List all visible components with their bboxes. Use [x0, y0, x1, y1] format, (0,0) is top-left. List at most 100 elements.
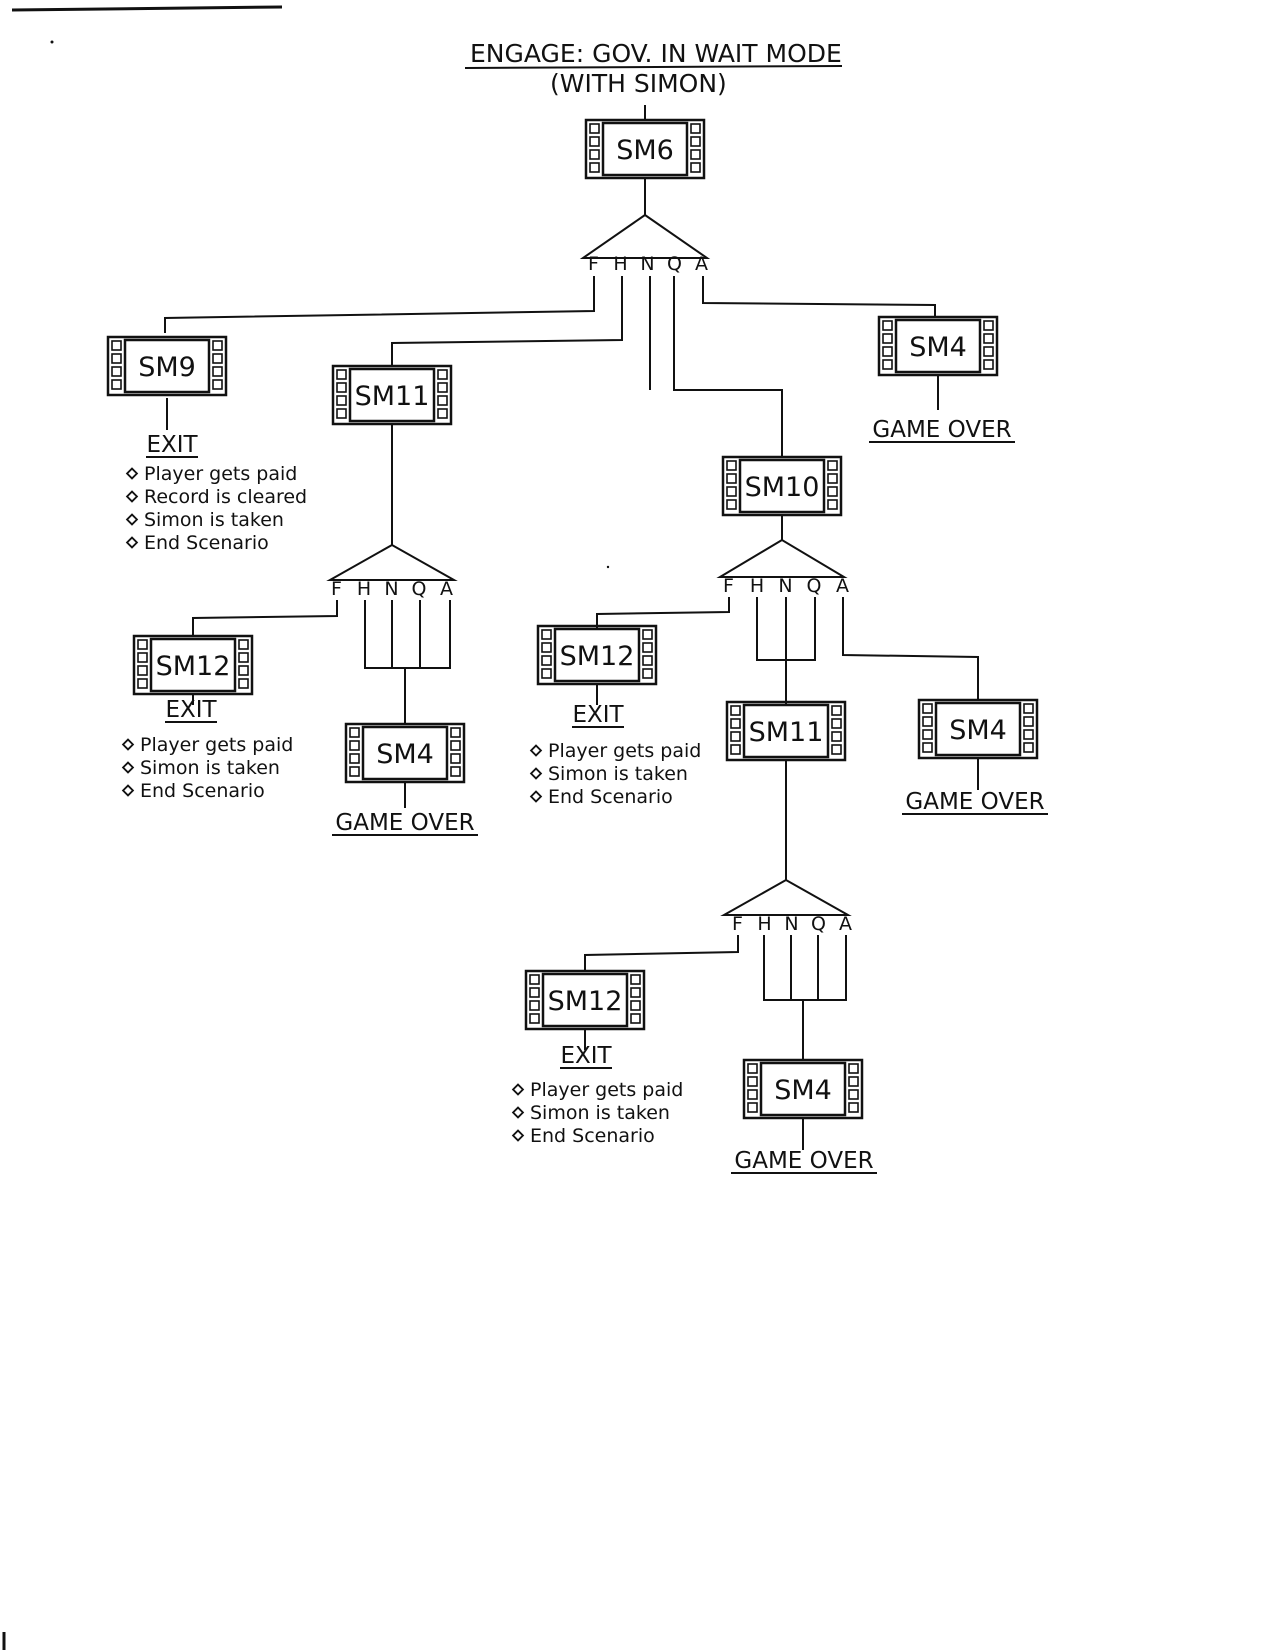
- scene-label: SM6: [616, 135, 674, 166]
- scene-label: SM4: [376, 739, 434, 770]
- diamond-bullet-icon: [121, 761, 135, 774]
- exit-label: EXIT: [165, 697, 217, 723]
- option-letter-n: N: [384, 578, 399, 600]
- diagram-title: ENGAGE: GOV. IN WAIT MODE: [470, 39, 842, 68]
- option-letter-f: F: [732, 913, 744, 935]
- option-letter-f: F: [588, 253, 600, 275]
- exit-outcome: EXIT: [572, 702, 625, 728]
- option-letter-a: A: [836, 575, 850, 597]
- film-strip-icon: [524, 969, 646, 1031]
- scene-label: SM10: [745, 472, 820, 503]
- option-letter-q: Q: [412, 578, 428, 600]
- diamond-bullet-icon: [121, 738, 135, 751]
- diamond-bullet-icon: [529, 744, 543, 757]
- scene-node-sm12_b: SM12: [536, 624, 658, 686]
- scene-label: SM9: [138, 352, 196, 383]
- note-item: Simon is taken: [530, 1102, 670, 1124]
- diamond-bullet-icon: [529, 790, 543, 803]
- speck: [606, 565, 610, 569]
- diamond-bullet-icon: [125, 513, 139, 526]
- scene-node-sm11_a: SM11: [331, 364, 453, 426]
- option-letter-q: Q: [807, 575, 823, 597]
- film-strip-icon: [536, 624, 658, 686]
- note-item: Player gets paid: [530, 1079, 683, 1101]
- diamond-bullet-icon: [529, 767, 543, 780]
- film-strip-icon: [106, 335, 228, 397]
- note-item: Player gets paid: [144, 463, 297, 485]
- option-letter-n: N: [640, 253, 655, 275]
- option-letter-h: H: [357, 578, 372, 600]
- scene-node-sm11_b: SM11: [725, 700, 847, 762]
- branch-triangle-icon: [716, 538, 848, 578]
- diamond-bullet-icon: [511, 1106, 525, 1119]
- scene-label: SM11: [749, 717, 824, 748]
- film-strip-icon: [725, 700, 847, 762]
- game-over-outcome: GAME OVER: [902, 789, 1048, 815]
- scene-label: SM11: [355, 381, 430, 412]
- option-letter-q: Q: [667, 253, 683, 275]
- option-letter-n: N: [784, 913, 799, 935]
- scene-node-sm10: SM10: [721, 455, 843, 517]
- film-strip-icon: [742, 1058, 864, 1120]
- diagram-subtitle: (WITH SIMON): [550, 69, 727, 98]
- note-item: End Scenario: [530, 1125, 655, 1147]
- film-strip-icon: [721, 455, 843, 517]
- speck: [50, 40, 54, 44]
- diamond-bullet-icon: [125, 490, 139, 503]
- game-over-outcome: GAME OVER: [332, 810, 478, 836]
- option-letter-f: F: [723, 575, 735, 597]
- option-letter-a: A: [839, 913, 853, 935]
- scene-node-sm12_a: SM12: [132, 634, 254, 696]
- exit-label: EXIT: [560, 1043, 612, 1069]
- game-over-outcome: GAME OVER: [731, 1148, 877, 1174]
- diamond-bullet-icon: [511, 1129, 525, 1142]
- scene-node-sm4_d: SM4: [742, 1058, 864, 1120]
- exit-outcome: EXIT: [146, 432, 199, 458]
- diamond-bullet-icon: [121, 784, 135, 797]
- option-letter-h: H: [613, 253, 628, 275]
- scene-node-sm6: SM6: [584, 118, 706, 180]
- exit-outcome: EXIT: [165, 697, 218, 723]
- note-item: End Scenario: [140, 780, 265, 802]
- film-strip-icon: [344, 722, 466, 784]
- option-letter-a: A: [695, 253, 709, 275]
- option-letter-a: A: [440, 578, 454, 600]
- scene-node-sm4_c: SM4: [917, 698, 1039, 760]
- film-strip-icon: [584, 118, 706, 180]
- game-over-label: GAME OVER: [872, 417, 1011, 443]
- diamond-bullet-icon: [125, 467, 139, 480]
- scene-label: SM12: [560, 641, 635, 672]
- note-item: End Scenario: [548, 786, 673, 808]
- game-over-outcome: GAME OVER: [869, 417, 1015, 443]
- option-letter-q: Q: [811, 913, 827, 935]
- connectors: [164, 105, 979, 1150]
- note-item: End Scenario: [144, 532, 269, 554]
- branch-triangle-icon: [720, 878, 852, 916]
- option-letter-n: N: [778, 575, 793, 597]
- scene-label: SM12: [548, 986, 623, 1017]
- game-over-label: GAME OVER: [905, 789, 1044, 815]
- note-item: Player gets paid: [140, 734, 293, 756]
- branch-triangle-icon: [326, 543, 458, 581]
- scene-node-sm4_a: SM4: [877, 315, 999, 377]
- exit-outcome: EXIT: [560, 1043, 613, 1069]
- scene-node-sm9: SM9: [106, 335, 228, 397]
- note-item: Record is cleared: [144, 486, 307, 508]
- film-strip-icon: [877, 315, 999, 377]
- scene-label: SM4: [774, 1075, 832, 1106]
- game-over-label: GAME OVER: [734, 1148, 873, 1174]
- scene-node-sm12_c: SM12: [524, 969, 646, 1031]
- option-letter-h: H: [750, 575, 765, 597]
- diamond-bullet-icon: [511, 1083, 525, 1096]
- option-letter-h: H: [757, 913, 772, 935]
- scene-label: SM4: [949, 715, 1007, 746]
